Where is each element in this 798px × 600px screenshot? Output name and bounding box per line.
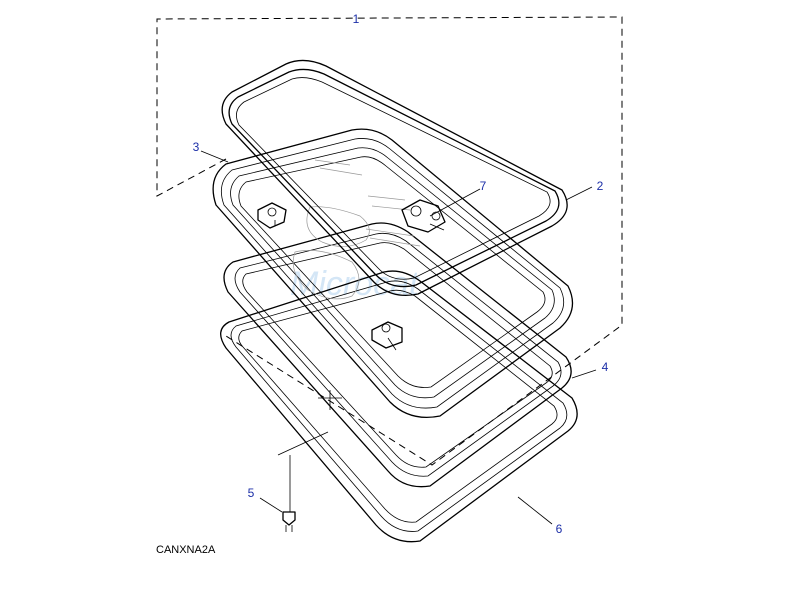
lower-frame	[223, 222, 572, 488]
leader-6	[517, 496, 553, 525]
leader-3	[200, 150, 229, 163]
screw	[277, 431, 329, 532]
leader-4	[571, 369, 597, 379]
callout-7: 7	[480, 179, 487, 193]
latch-item-7	[401, 199, 446, 233]
callout-4: 4	[602, 360, 609, 374]
latch-left	[257, 202, 287, 229]
callout-1: 1	[353, 12, 360, 26]
latch-lower	[371, 321, 403, 351]
leader-5	[259, 497, 283, 513]
leader-2	[565, 186, 593, 201]
assembly-bracket-outline	[156, 16, 623, 466]
watermark-text: Microcat	[290, 265, 420, 303]
callout-5: 5	[248, 486, 255, 500]
leader-7	[429, 188, 481, 217]
callout-2: 2	[597, 179, 604, 193]
glass-panel	[221, 59, 568, 297]
main-frame	[212, 128, 574, 419]
figure-code-label: CANXNA2A	[156, 544, 216, 556]
callout-3: 3	[193, 140, 200, 154]
bottom-trim-frame	[220, 270, 578, 543]
callout-6: 6	[556, 522, 563, 536]
